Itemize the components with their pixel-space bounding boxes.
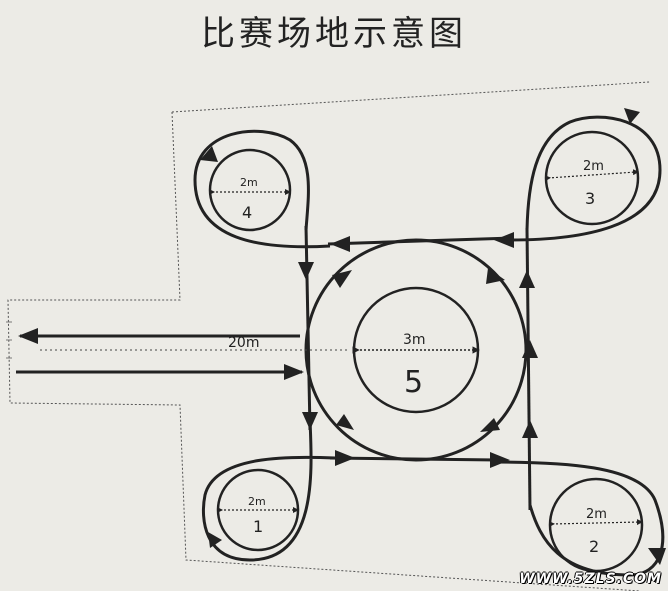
- label-2m-1: 2m: [248, 495, 266, 508]
- arrow-center-4: [336, 414, 354, 430]
- arrow-center-3: [480, 418, 500, 432]
- arrow-right-up-3: [522, 420, 538, 438]
- circle-3: [544, 130, 640, 226]
- arrow-right-up-2: [522, 340, 538, 358]
- loop-path-2: [494, 460, 665, 577]
- dim-2m-3: [544, 169, 639, 182]
- label-2m-3: 2m: [583, 159, 604, 174]
- arrow-top-left: [330, 236, 350, 252]
- number-4: 4: [242, 203, 252, 222]
- arrow-return: [18, 328, 38, 344]
- number-1: 1: [253, 517, 263, 536]
- arrow-center-2: [486, 268, 505, 284]
- right-vertical: [525, 227, 532, 511]
- number-3: 3: [585, 189, 595, 208]
- field-boundary: [7, 81, 651, 591]
- arrow-loop3: [624, 108, 640, 124]
- direction-arrows: [18, 108, 666, 565]
- arrow-left-down-2: [298, 262, 314, 280]
- arrow-bottom-1: [335, 450, 355, 466]
- loop-path-3: [509, 115, 662, 242]
- top-connector: [327, 236, 513, 246]
- arrow-right-up: [519, 270, 535, 288]
- arrow-left-down: [302, 412, 318, 430]
- arrow-center-1: [332, 270, 352, 288]
- diagram-title: 比赛场地示意图: [201, 14, 467, 54]
- arrow-loop1: [208, 532, 222, 548]
- number-2: 2: [589, 537, 599, 556]
- number-5: 5: [404, 365, 423, 400]
- arrow-bottom-2: [490, 452, 510, 468]
- arrow-loop2: [648, 548, 666, 565]
- label-20m: 20m: [228, 335, 259, 351]
- label-3m: 3m: [403, 332, 426, 348]
- bottom-connector: [329, 456, 499, 462]
- label-2m-2: 2m: [586, 507, 607, 522]
- arrow-loop4: [200, 146, 218, 162]
- watermark: WWW.5ZLS.COM: [519, 571, 662, 587]
- arrow-outbound: [284, 364, 304, 380]
- start-zone-marks: [6, 321, 12, 359]
- arrow-top-right: [494, 232, 514, 248]
- left-vertical: [304, 225, 312, 431]
- label-2m-4: 2m: [240, 176, 258, 189]
- dim-2m-2: [548, 519, 643, 528]
- loop-path-4: [193, 129, 331, 249]
